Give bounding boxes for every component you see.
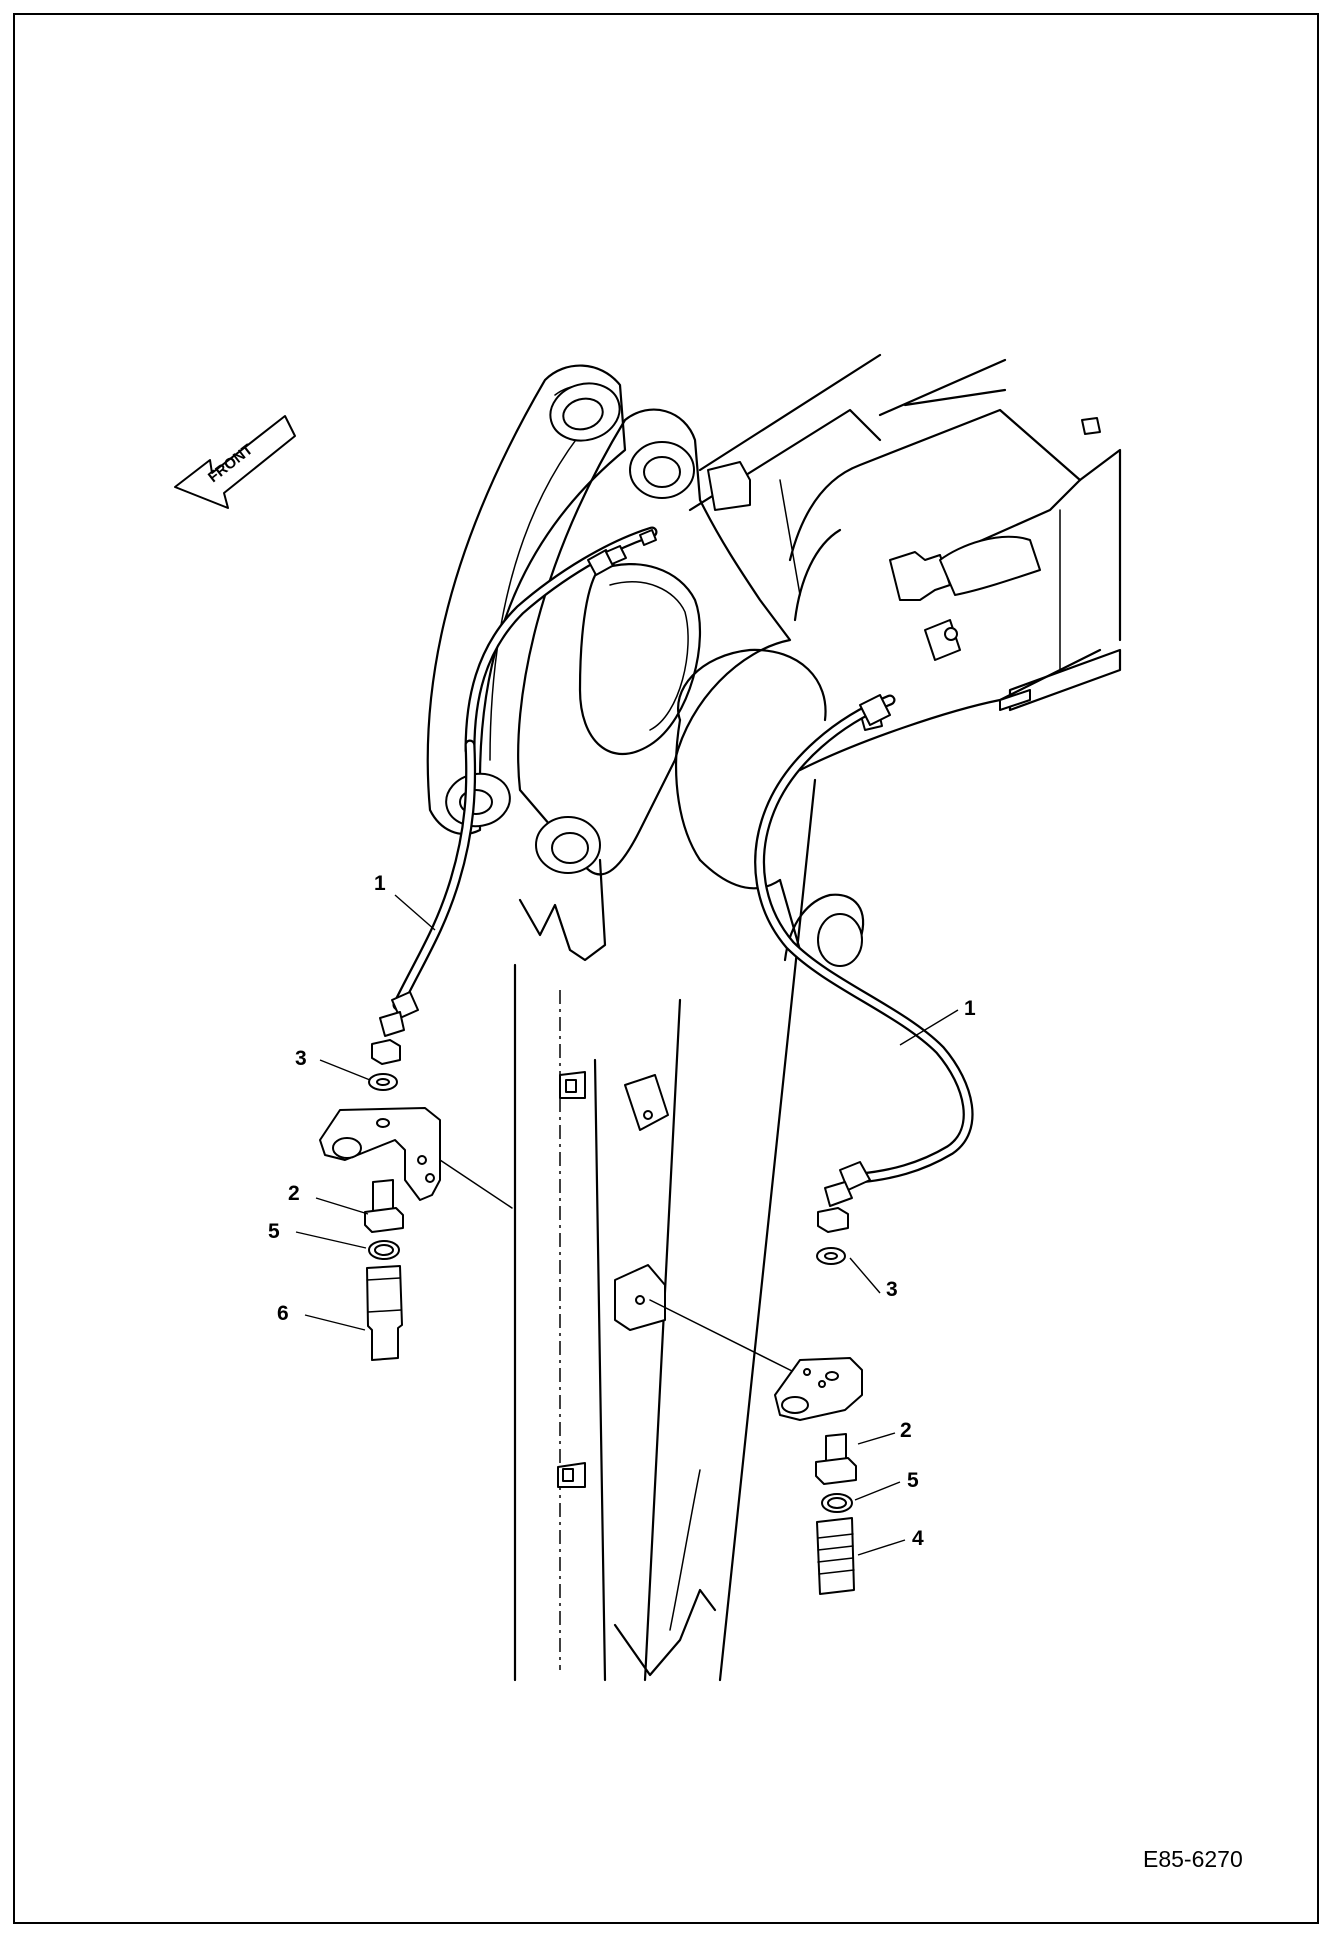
callout-left-adapter: 2: [288, 1182, 300, 1205]
right-bracket: [649, 1299, 863, 1421]
left-adapter: [364, 1179, 404, 1233]
callout-left-coupler: 6: [277, 1302, 289, 1325]
callout-left-oring: 5: [268, 1220, 280, 1243]
left-hose-assembly: [379, 739, 477, 1037]
callout-left-nut: 3: [295, 1047, 307, 1070]
document-id: E85-6270: [1143, 1846, 1243, 1872]
callout-left-hose: 1: [374, 872, 386, 895]
callout-right-adapter: 2: [900, 1419, 912, 1442]
left-coupler: [366, 1265, 403, 1361]
right-coupler: [816, 1517, 855, 1595]
upper-left-hose: [464, 526, 658, 756]
boom-arm-structure: [426, 353, 1122, 1682]
callout-right-nut: 3: [886, 1278, 898, 1301]
right-adapter: [815, 1433, 857, 1485]
left-bracket: [319, 1107, 513, 1209]
callout-right-oring: 5: [907, 1469, 919, 1492]
left-oring: [368, 1240, 400, 1260]
right-nut: [817, 1207, 849, 1233]
right-washer: [816, 1247, 846, 1265]
leader-lines: [295, 894, 959, 1556]
left-washer: [368, 1073, 398, 1091]
right-hose-assembly: [754, 694, 974, 1207]
front-direction-arrow: FRONT: [174, 415, 296, 509]
callout-right-hose: 1: [964, 997, 976, 1020]
callout-labels: 1 1 2 2 3 3 4 5 5 6: [268, 872, 976, 1550]
page-frame: [13, 13, 1319, 1924]
callout-right-coupler: 4: [912, 1527, 924, 1550]
left-nut: [371, 1039, 401, 1065]
right-oring: [821, 1493, 853, 1513]
